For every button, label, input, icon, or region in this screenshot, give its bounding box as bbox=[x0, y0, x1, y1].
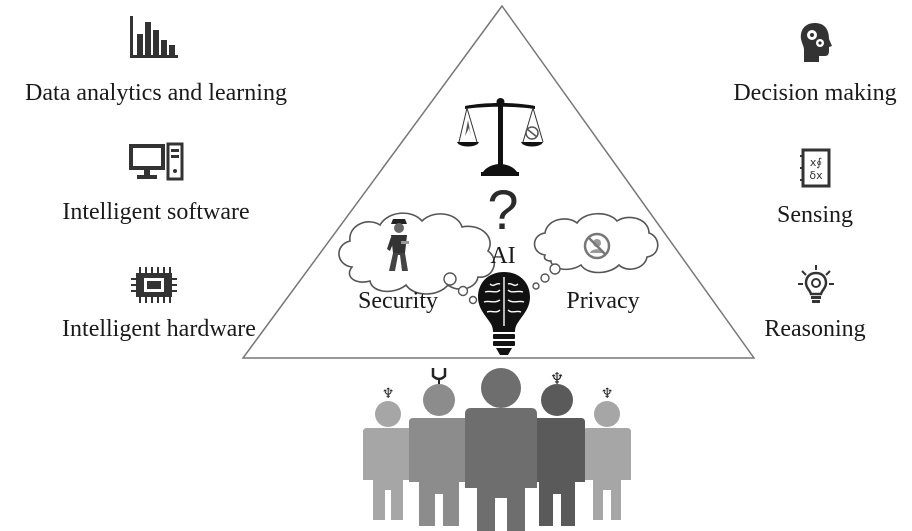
person-3 bbox=[465, 368, 537, 531]
left-label-data-analytics: Data analytics and learning bbox=[25, 80, 287, 106]
no-spy-icon bbox=[582, 231, 612, 261]
svg-text:♆: ♆ bbox=[550, 369, 564, 388]
computer-icon bbox=[129, 142, 185, 182]
lightbulb-icon bbox=[797, 264, 835, 306]
right-label-sensing: Sensing bbox=[776, 202, 853, 228]
svg-text:♆: ♆ bbox=[601, 386, 614, 402]
svg-text:x∮: x∮ bbox=[810, 156, 823, 169]
head-gears-icon bbox=[799, 22, 833, 64]
security-label: Security bbox=[358, 288, 438, 314]
bar-chart-icon bbox=[128, 14, 180, 60]
svg-text:δx: δx bbox=[809, 169, 823, 182]
left-label-intelligent-software: Intelligent software bbox=[62, 199, 250, 225]
chip-icon bbox=[131, 265, 177, 305]
person-2 bbox=[409, 368, 469, 526]
people-group: ♆ ♆ ♆ bbox=[355, 362, 655, 531]
balance-scale-icon bbox=[455, 96, 545, 178]
security-guard-icon bbox=[385, 215, 413, 273]
left-label-intelligent-hardware: Intelligent hardware bbox=[62, 316, 256, 342]
person-4: ♆ bbox=[529, 369, 585, 526]
svg-text:♆: ♆ bbox=[382, 386, 395, 402]
person-5: ♆ bbox=[583, 386, 631, 520]
right-label-decision-making: Decision making bbox=[733, 80, 897, 106]
person-1: ♆ bbox=[363, 386, 413, 520]
security-cloud bbox=[330, 205, 505, 320]
ai-label: AI bbox=[490, 243, 516, 269]
right-label-reasoning: Reasoning bbox=[764, 316, 866, 342]
privacy-label: Privacy bbox=[566, 288, 640, 314]
question-mark: ? bbox=[487, 178, 519, 241]
brain-bulb-icon bbox=[476, 270, 532, 356]
formula-sheet-icon: x∮ δx bbox=[800, 148, 832, 188]
